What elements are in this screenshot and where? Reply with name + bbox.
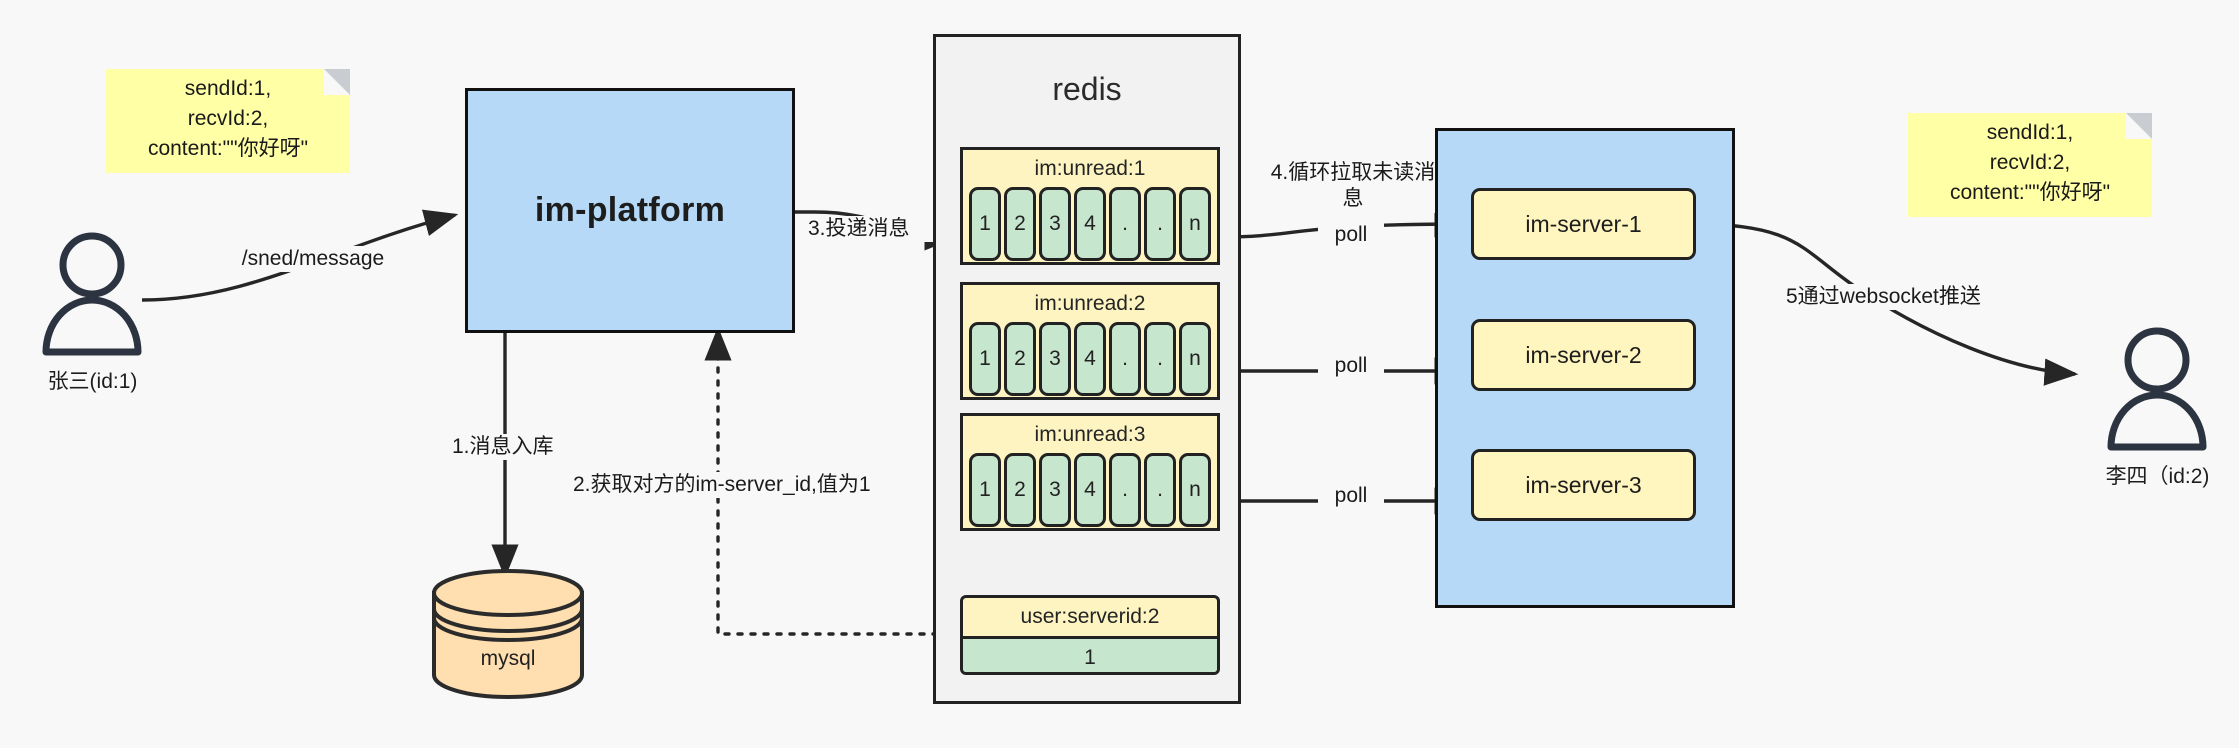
kv-key-label: user:serverid:2 <box>963 598 1217 639</box>
redis-title: redis <box>1052 71 1122 107</box>
queue-key-label: im:unread:2 <box>1034 292 1146 315</box>
im-server-2[interactable]: im-server-2 <box>1471 319 1696 391</box>
im-server-label: im-server-3 <box>1525 471 1642 498</box>
queue-cell[interactable]: 3 <box>1039 453 1071 527</box>
queue-cell[interactable]: 2 <box>1004 322 1036 396</box>
queue-cell[interactable]: n <box>1179 187 1211 261</box>
edge-label-step5: 5通过websocket推送 <box>1786 284 2086 311</box>
im-server-label: im-server-2 <box>1525 341 1642 368</box>
queue-cell[interactable]: . <box>1109 322 1141 396</box>
kv-value-label: 1 <box>963 639 1217 672</box>
im-servers-container: im-server-1 im-server-2 im-server-3 <box>1435 128 1735 608</box>
note-line: sendId:1, <box>184 77 272 101</box>
queue-cells: 1 2 3 4 . . n <box>963 322 1217 402</box>
im-platform-label: im-platform <box>534 191 726 229</box>
queue-cell[interactable]: . <box>1109 453 1141 527</box>
queue-cell[interactable]: 3 <box>1039 187 1071 261</box>
queue-cell[interactable]: 4 <box>1074 453 1106 527</box>
edge-label-poll-3: poll <box>1318 483 1384 510</box>
queue-cell[interactable]: 4 <box>1074 187 1106 261</box>
note-receiver-payload: sendId:1, recvId:2, content:""你好呀" <box>1908 113 2152 217</box>
edge-label-send-message: /sned/message <box>228 246 398 273</box>
queue-cell[interactable]: 1 <box>969 187 1001 261</box>
im-server-3[interactable]: im-server-3 <box>1471 449 1696 521</box>
note-line: content:""你好呀" <box>1949 180 2111 204</box>
edge-label-step1: 1.消息入库 <box>452 434 612 461</box>
queue-cell[interactable]: . <box>1109 187 1141 261</box>
queue-cell[interactable]: 1 <box>969 322 1001 396</box>
edge-label-step3: 3.投递消息 <box>808 216 948 243</box>
queue-cell[interactable]: 4 <box>1074 322 1106 396</box>
actor-sender <box>30 230 155 360</box>
edge-label-step2: 2.获取对方的im-server_id,值为1 <box>573 472 953 499</box>
note-line: recvId:2, <box>1989 151 2071 175</box>
edge-label-poll-2: poll <box>1318 353 1384 380</box>
note-line: sendId:1, <box>1986 121 2074 145</box>
actor-sender-label: 张三(id:1) <box>47 370 138 393</box>
edge-label-step4: 4.循环拉取未读消 息 <box>1258 160 1448 213</box>
queue-cells: 1 2 3 4 . . n <box>963 453 1217 533</box>
note-line: content:""你好呀" <box>147 136 309 160</box>
mysql-label: mysql <box>480 647 536 670</box>
mysql-database[interactable]: mysql <box>428 565 588 705</box>
redis-container: redis im:unread:1 1 2 3 4 . . n im:unrea… <box>933 34 1241 704</box>
queue-cell[interactable]: n <box>1179 453 1211 527</box>
note-line: recvId:2, <box>187 107 269 131</box>
actor-receiver <box>2095 325 2220 455</box>
queue-cell[interactable]: . <box>1144 453 1176 527</box>
redis-queue-im-unread-3[interactable]: im:unread:3 1 2 3 4 . . n <box>960 413 1220 531</box>
queue-cell[interactable]: 2 <box>1004 187 1036 261</box>
im-server-label: im-server-1 <box>1525 210 1642 237</box>
queue-cell[interactable]: 1 <box>969 453 1001 527</box>
im-platform-box[interactable]: im-platform <box>465 88 795 333</box>
queue-cell[interactable]: . <box>1144 322 1176 396</box>
person-icon <box>2107 327 2207 451</box>
database-cylinder-icon <box>432 569 584 699</box>
queue-cell[interactable]: 2 <box>1004 453 1036 527</box>
redis-queue-im-unread-1[interactable]: im:unread:1 1 2 3 4 . . n <box>960 147 1220 265</box>
note-sender-payload: sendId:1, recvId:2, content:""你好呀" <box>106 69 350 173</box>
queue-cell[interactable]: n <box>1179 322 1211 396</box>
actor-receiver-label: 李四（id:2) <box>2105 465 2210 488</box>
queue-cells: 1 2 3 4 . . n <box>963 187 1217 267</box>
queue-key-label: im:unread:1 <box>1034 157 1146 180</box>
person-icon <box>42 232 142 356</box>
queue-cell[interactable]: 3 <box>1039 322 1071 396</box>
redis-queue-im-unread-2[interactable]: im:unread:2 1 2 3 4 . . n <box>960 282 1220 400</box>
im-server-1[interactable]: im-server-1 <box>1471 188 1696 260</box>
redis-kv-user-serverid[interactable]: user:serverid:2 1 <box>960 595 1220 675</box>
queue-key-label: im:unread:3 <box>1034 423 1146 446</box>
queue-cell[interactable]: . <box>1144 187 1176 261</box>
edge-label-poll-1: poll <box>1318 222 1384 249</box>
